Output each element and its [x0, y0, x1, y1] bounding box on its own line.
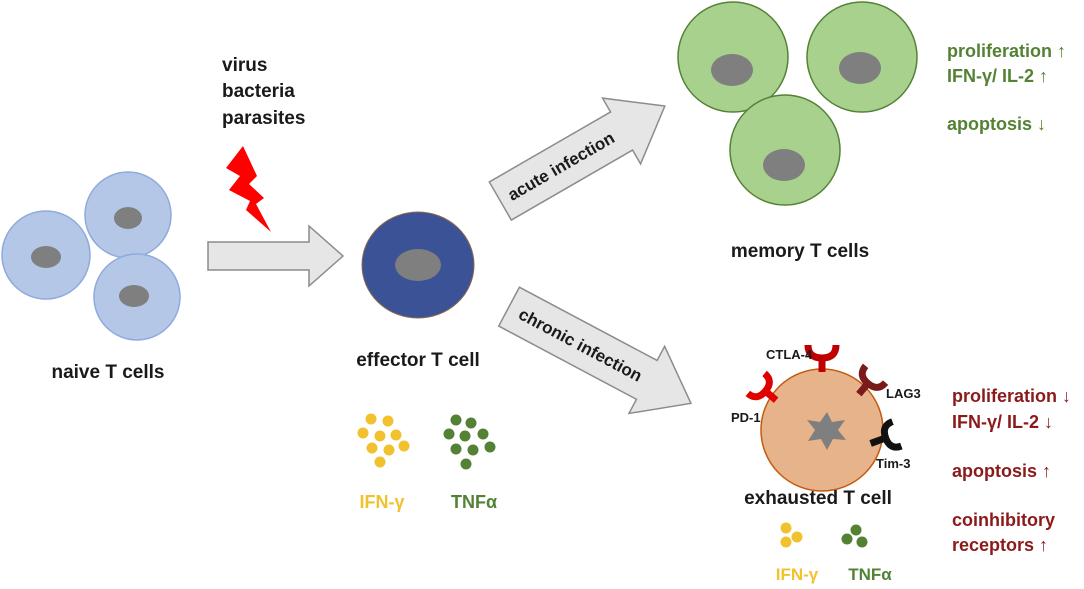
tim3-label: Tim-3: [876, 456, 910, 471]
naive-cell: [1, 210, 91, 300]
effector-label: effector T cell: [356, 350, 480, 371]
ctla4-label: CTLA-4: [766, 347, 813, 362]
exhausted-receptors: receptors ↑: [952, 535, 1048, 555]
naive-cell: [93, 253, 181, 341]
memory-t-cells: [677, 1, 918, 206]
effector-tnf-label: TNFα: [451, 492, 497, 512]
effector-ifn-label: IFN-γ: [360, 492, 405, 512]
stimulus-parasites: parasites: [222, 108, 305, 129]
lag3-receptor: [856, 363, 889, 397]
naive-cell: [84, 171, 172, 259]
ifn-gamma-dots: [357, 413, 410, 468]
exhausted-label: exhausted T cell: [744, 488, 892, 509]
pd1-label: PD-1: [731, 410, 761, 425]
chronic-infection-arrow: chronic infection: [497, 286, 693, 415]
naive-t-cells: [1, 171, 181, 341]
memory-cell: [677, 1, 789, 113]
exhausted-apoptosis: apoptosis ↑: [952, 461, 1051, 481]
memory-label: memory T cells: [731, 241, 869, 262]
stimulus-virus: virus: [222, 55, 267, 76]
exhausted-proliferation: proliferation ↓: [952, 386, 1071, 406]
naive-label: naive T cells: [51, 362, 164, 383]
irregular-nucleus: [807, 412, 846, 450]
memory-cell: [729, 94, 841, 206]
memory-cell: [806, 1, 918, 113]
tnf-alpha-dots: [443, 414, 496, 470]
ctla4-receptor: [804, 344, 840, 372]
memory-ifn-il2: IFN-γ/ IL-2 ↑: [947, 66, 1048, 86]
memory-apoptosis: apoptosis ↓: [947, 114, 1046, 134]
exhausted-ifn-label: IFN-γ: [776, 565, 819, 584]
ifn-gamma-dots: [780, 522, 803, 548]
stimulus-bacteria: bacteria: [222, 81, 295, 102]
pd1-receptor: [745, 370, 779, 403]
tim3-receptor: [869, 418, 903, 451]
lag3-label: LAG3: [886, 386, 921, 401]
memory-proliferation: proliferation ↑: [947, 41, 1066, 61]
exhausted-coinhibitory: coinhibitory: [952, 510, 1055, 530]
lightning-icon: [226, 146, 271, 232]
acute-infection-arrow: acute infection: [488, 97, 666, 222]
activation-arrow: [207, 224, 345, 288]
exhausted-tnf-label: TNFα: [848, 565, 892, 584]
exhausted-ifn-il2: IFN-γ/ IL-2 ↓: [952, 412, 1053, 432]
tnf-alpha-dots: [841, 524, 868, 548]
effector-t-cell: [361, 211, 475, 319]
